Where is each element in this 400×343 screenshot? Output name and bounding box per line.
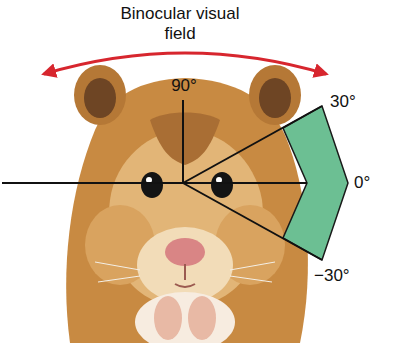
left-paw [154,296,182,340]
right-paw [188,296,216,340]
right-eye [211,172,233,198]
angle-label: −30° [314,266,350,286]
horizontal-axis [2,182,307,184]
field-title: Binocular visual field [110,4,250,44]
whiskers [95,262,275,282]
left-ear [74,65,126,125]
angle-label: 90° [171,76,197,96]
left-eye [141,172,163,198]
chin-fur [135,292,235,343]
vertical-axis [182,100,184,183]
angle-label: 30° [330,92,356,112]
muzzle [137,227,233,303]
right-ear-inner [259,78,291,118]
upper-angle-line [183,106,322,183]
nose [165,238,205,266]
lower-angle-line [183,183,322,260]
left-ear-inner [84,78,116,118]
mouth [175,264,195,287]
angle-label: 0° [354,173,370,193]
right-ear [249,65,301,125]
field-arc-arrow [44,53,326,74]
forehead-stripe [150,113,220,166]
